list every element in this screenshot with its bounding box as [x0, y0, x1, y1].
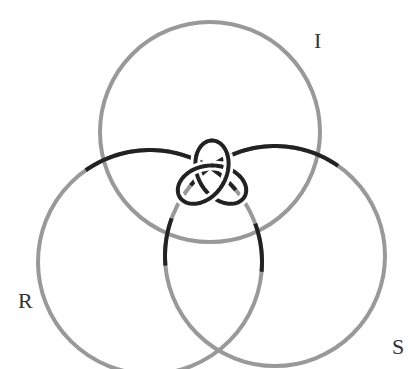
knot-gap	[197, 141, 212, 155]
knot-strand	[180, 197, 200, 204]
ring-s	[165, 146, 385, 366]
knot-gap	[200, 184, 223, 203]
knot-arc	[255, 224, 262, 272]
ring-label: I	[314, 30, 321, 52]
knot-strand	[200, 184, 223, 203]
knot-strand	[212, 141, 227, 155]
knot-gap	[180, 197, 200, 204]
knot-arc	[165, 218, 172, 265]
knot-gap	[240, 176, 246, 196]
knot-gap	[225, 197, 245, 204]
knot-strand	[197, 141, 212, 155]
knot-strand	[178, 176, 184, 196]
trefoil-knot	[178, 141, 246, 204]
ring-label: R	[18, 290, 33, 312]
knot-strand	[225, 197, 245, 204]
ring-r	[38, 150, 262, 369]
knot-gap	[223, 155, 229, 185]
knot-gap	[178, 176, 184, 196]
knot-gap	[212, 141, 227, 155]
knot-gap	[184, 166, 212, 177]
ring-i	[100, 22, 320, 242]
knot-strand	[223, 155, 229, 185]
ring-label: S	[392, 336, 404, 358]
knot-strand	[240, 176, 246, 196]
knot-strand	[184, 166, 212, 177]
